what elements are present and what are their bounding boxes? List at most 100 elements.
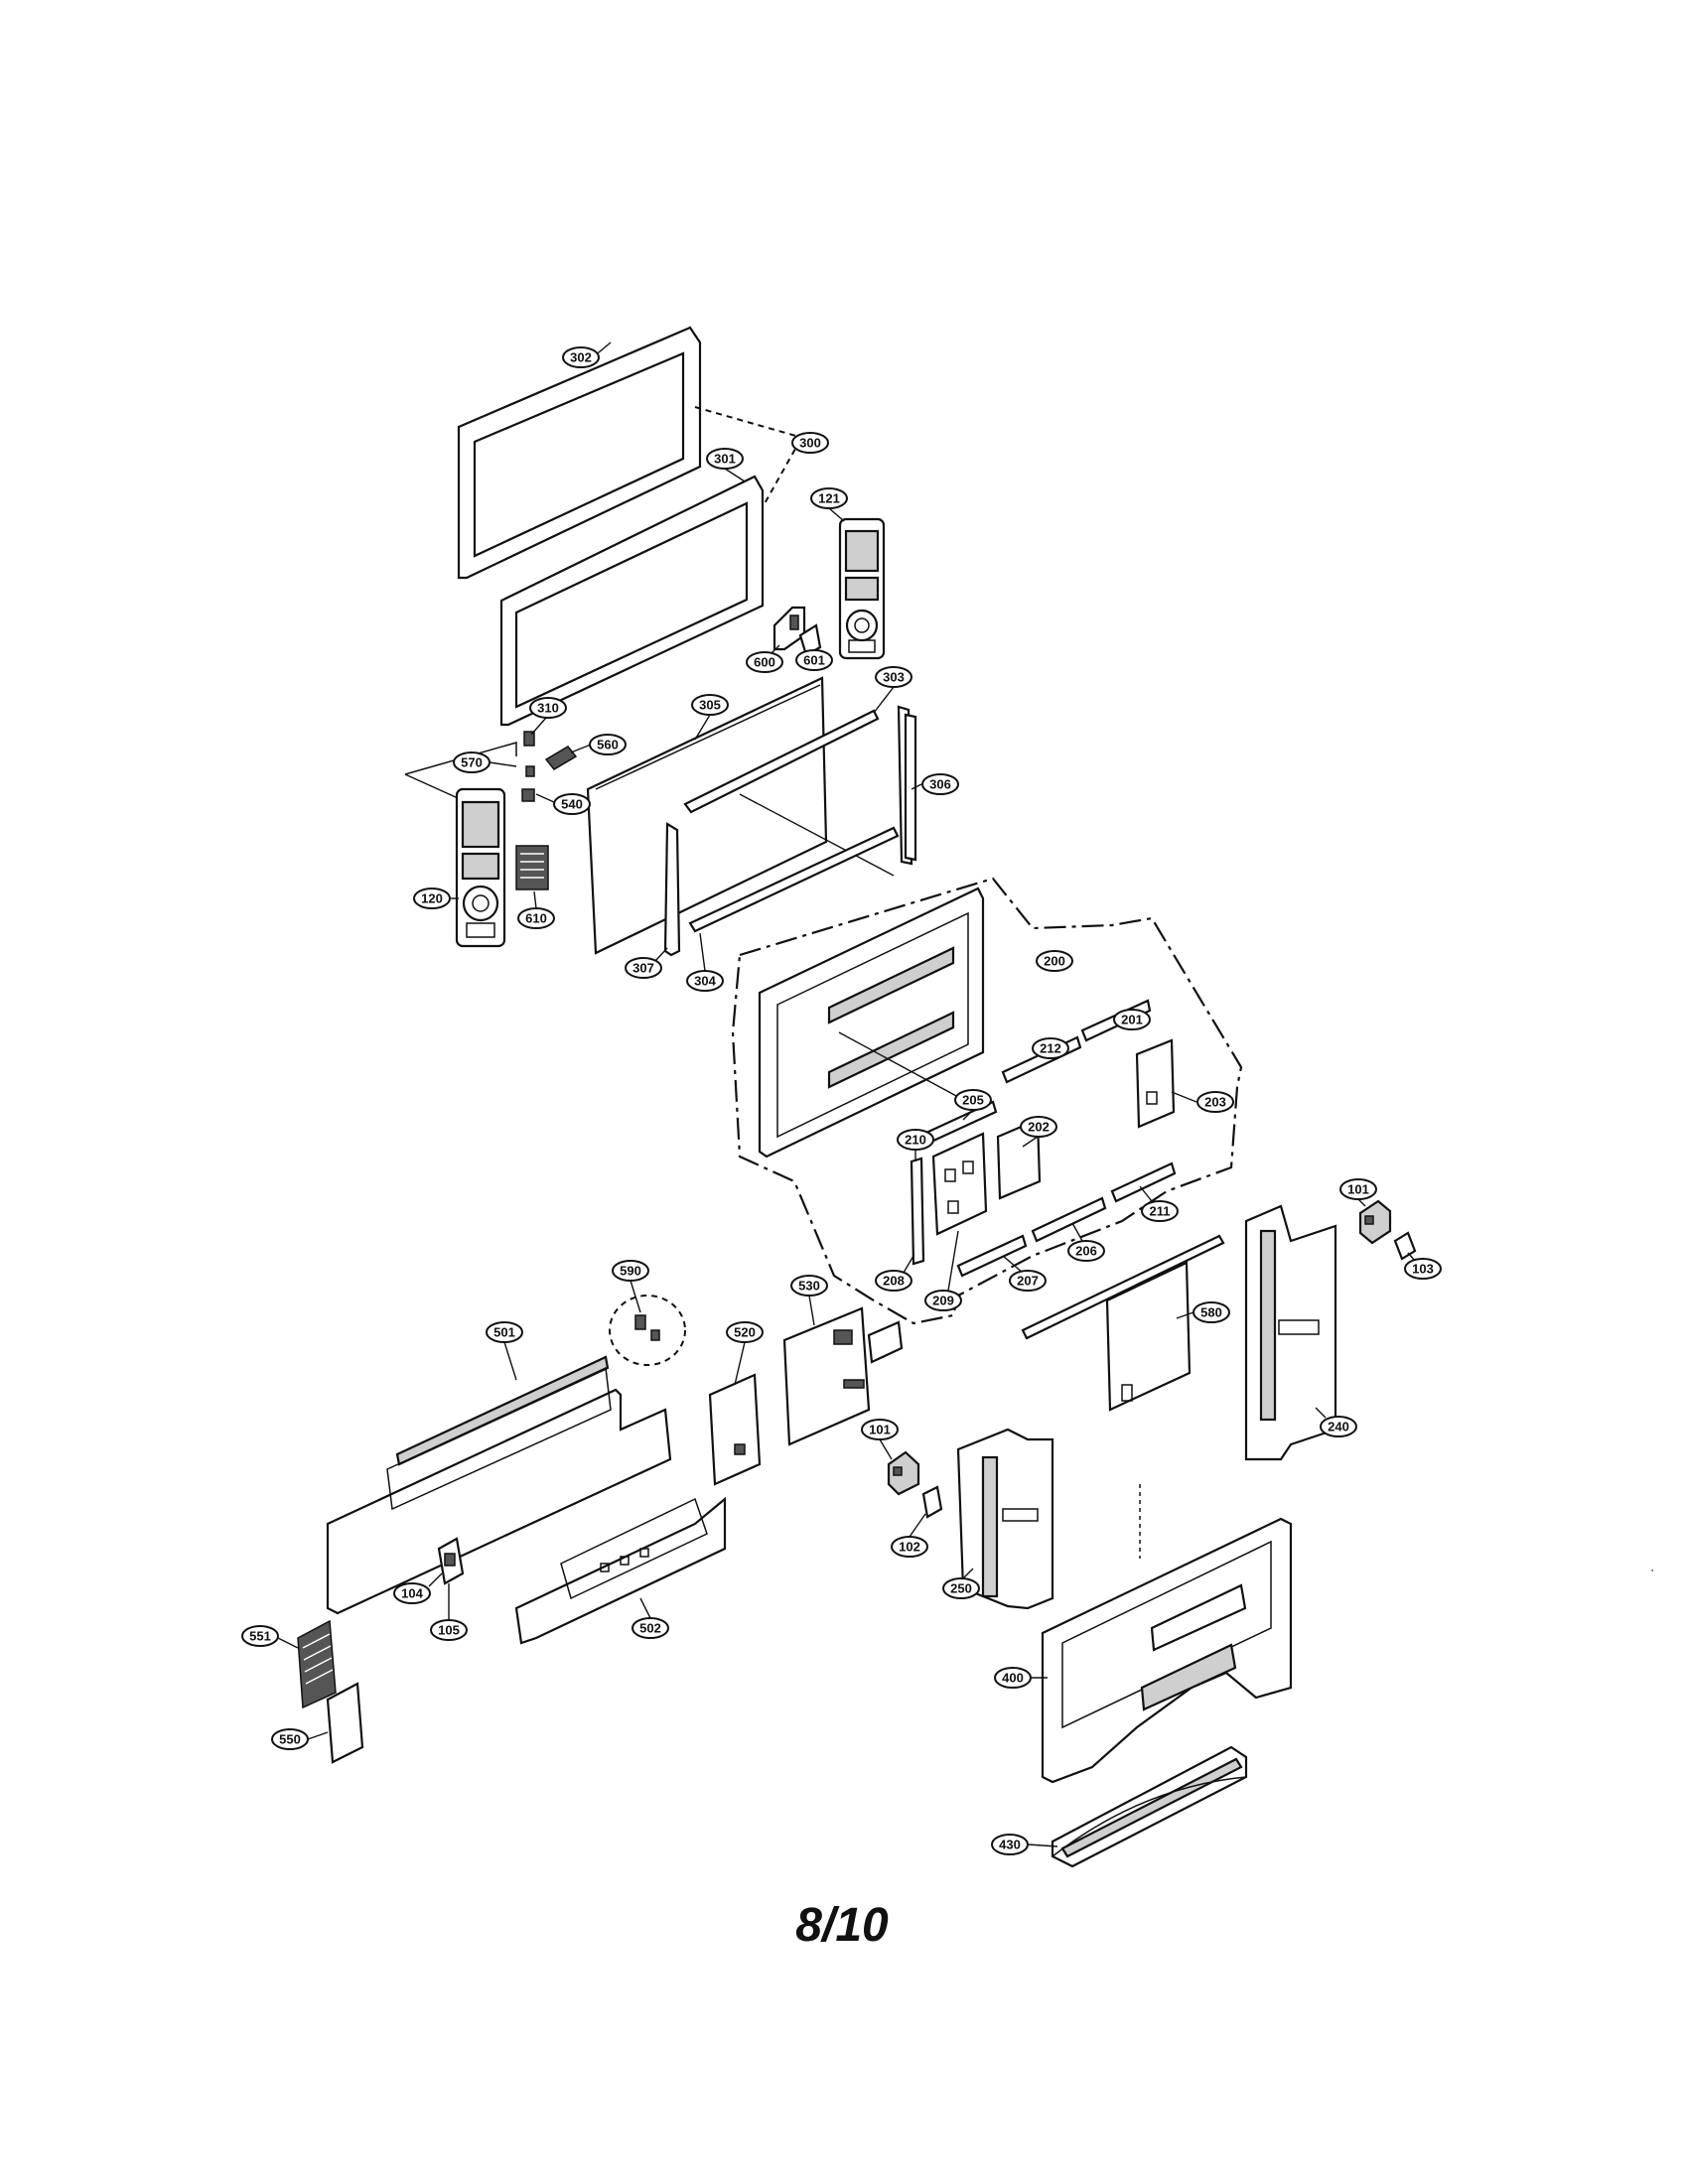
rear-panel-502 [514,1496,727,1645]
bracket-560 [544,746,578,770]
top-bar-303 [683,709,880,814]
callout-560: 560 [570,734,627,755]
bar-207 [956,1234,1028,1278]
bracket-600-601 [772,606,822,657]
side-bracket-307 [663,822,681,957]
stand-430 [1051,1745,1248,1868]
main-chassis-frame [758,887,985,1159]
svg-text:560: 560 [597,738,619,752]
bar-206 [1031,1196,1107,1243]
svg-text:600: 600 [754,655,775,670]
board-580 [1105,1261,1192,1412]
bottom-bar-304 [688,826,900,933]
svg-text:206: 206 [1075,1244,1097,1259]
svg-text:120: 120 [421,891,443,906]
svg-text:570: 570 [461,755,483,770]
bracket-210 [910,1157,925,1266]
callout-203: 203 [1171,1091,1234,1113]
callout-209: 209 [924,1230,962,1311]
callout-600: 600 [746,644,783,673]
svg-text:307: 307 [632,961,654,976]
callout-610: 610 [517,890,555,929]
svg-text:501: 501 [493,1325,515,1340]
board-203 [1135,1038,1176,1129]
bracket-310 [523,731,535,747]
front-frame-301 [499,475,765,727]
bracket-101-right [1358,1199,1392,1245]
svg-text:201: 201 [1121,1013,1143,1027]
callout-101-middle: 101 [861,1419,899,1460]
callout-201: 201 [1113,1009,1151,1030]
callout-301: 301 [706,448,746,482]
callout-303: 303 [873,666,912,714]
callout-206: 206 [1067,1222,1105,1262]
callout-101-right: 101 [1339,1178,1377,1207]
callout-104: 104 [393,1572,443,1604]
callout-103: 103 [1404,1252,1442,1280]
grille-610 [515,845,549,890]
callout-580: 580 [1176,1301,1230,1323]
svg-text:502: 502 [639,1621,661,1636]
svg-text:202: 202 [1028,1120,1050,1135]
bracket-101-middle [887,1450,920,1496]
board-530 [782,1306,904,1446]
callout-120: 120 [413,887,459,909]
side-bracket-250 [956,1428,1054,1610]
callout-300: 300 [791,432,829,454]
callout-302: 302 [562,341,612,368]
back-cover-400 [1041,1517,1293,1784]
callout-211: 211 [1139,1185,1179,1222]
long-bar [1021,1234,1225,1340]
callout-208: 208 [875,1255,914,1292]
svg-text:250: 250 [950,1581,972,1596]
svg-text:240: 240 [1328,1420,1349,1434]
page-number: 8/10 [795,1899,889,1952]
svg-text:104: 104 [401,1586,423,1601]
callout-306: 306 [911,773,959,795]
svg-text:103: 103 [1412,1262,1434,1277]
display-panel-305 [586,676,828,955]
filter-551 [297,1619,337,1709]
callout-430: 430 [991,1834,1058,1855]
svg-text:203: 203 [1204,1095,1226,1110]
svg-text:580: 580 [1200,1305,1222,1320]
callout-105: 105 [430,1583,468,1641]
callout-550: 550 [271,1728,329,1750]
callout-501: 501 [486,1321,523,1381]
callout-212: 212 [1032,1037,1069,1059]
svg-text:101: 101 [1347,1182,1369,1197]
svg-text:210: 210 [905,1133,926,1148]
part-590 [634,1314,660,1341]
side-bracket-306 [897,705,917,866]
bracket-540 [521,765,535,802]
assembly-200-outline [731,877,1243,1325]
callout-207: 207 [1002,1255,1047,1292]
svg-text:551: 551 [249,1629,271,1644]
callout-570: 570 [453,751,517,773]
svg-text:610: 610 [525,911,547,926]
svg-text:205: 205 [962,1093,984,1108]
side-bracket-240 [1244,1204,1337,1461]
svg-text:310: 310 [537,701,559,716]
svg-text:540: 540 [561,797,583,812]
svg-text:300: 300 [799,436,821,451]
corner-mark: · [1648,1564,1657,1579]
callout-210: 210 [897,1129,934,1161]
callout-102: 102 [891,1513,928,1558]
svg-text:105: 105 [438,1623,460,1638]
svg-text:304: 304 [694,974,716,989]
svg-text:530: 530 [798,1279,820,1294]
callout-590: 590 [612,1260,649,1313]
svg-text:302: 302 [570,350,592,365]
callout-205: 205 [954,1089,992,1121]
svg-text:520: 520 [734,1325,756,1340]
svg-text:102: 102 [899,1540,920,1555]
board-209 [931,1132,988,1236]
bracket-104-105 [437,1537,465,1585]
callout-502: 502 [632,1597,669,1639]
callout-400: 400 [994,1667,1048,1689]
bracket-102 [921,1485,943,1519]
bracket-103 [1393,1231,1417,1261]
callout-250: 250 [942,1568,980,1599]
callout-200: 200 [1036,950,1073,972]
